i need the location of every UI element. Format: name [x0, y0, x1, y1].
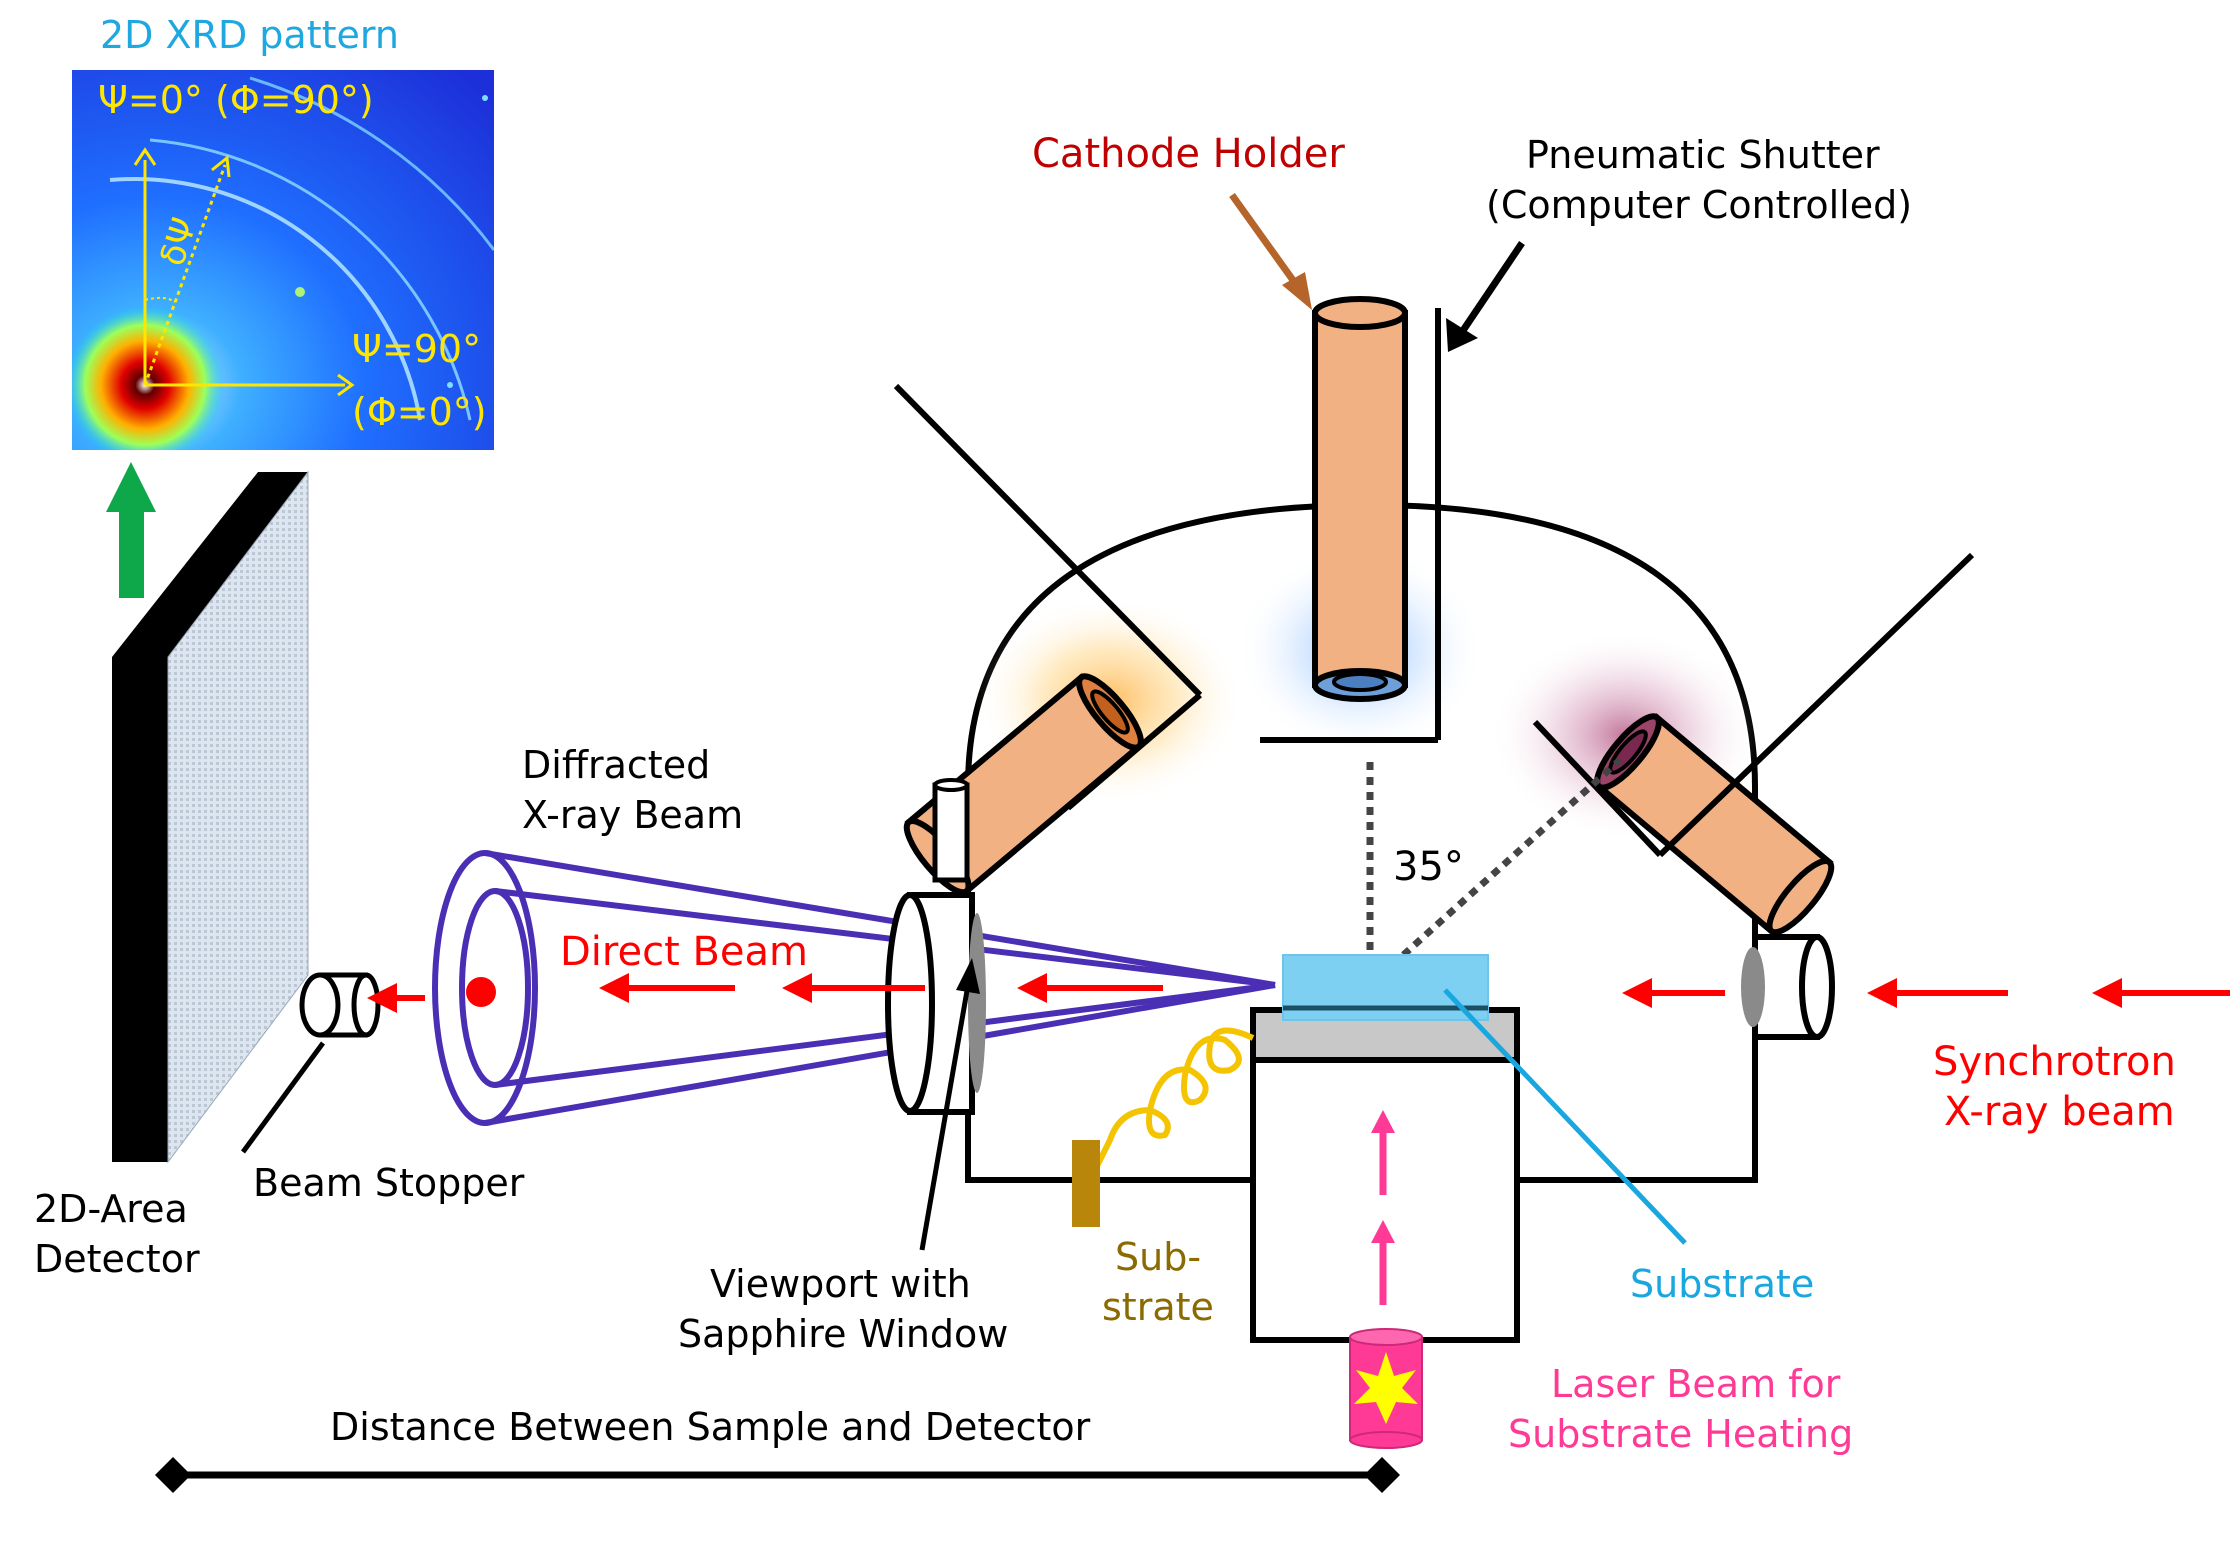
beam-stopper: [240, 972, 381, 1154]
synchrotron-label-line2: X-ray beam: [1944, 1089, 2175, 1135]
thermocouple-label-line1: Sub-: [1115, 1235, 1201, 1279]
thermocouple: [1072, 1027, 1255, 1227]
chamber-side-port: [932, 778, 970, 883]
distance-bar: [155, 1457, 1400, 1493]
viewport-pointer: [919, 958, 980, 1251]
shutter-label-line2: (Computer Controlled): [1486, 183, 1912, 227]
substrate-pointer: [1443, 988, 1687, 1245]
xrd-pattern-image: [72, 70, 494, 450]
beam-entrance-port: [1741, 934, 1835, 1040]
beam-stopper-label: Beam Stopper: [253, 1161, 525, 1205]
detector-output-arrow: [106, 462, 156, 598]
direct-beam-label: Direct Beam: [560, 929, 808, 975]
psi-zero-label: Ψ=0° (Φ=90°): [98, 78, 374, 122]
diffraction-cone: [432, 850, 1276, 1126]
diffracted-label-line2: X-ray Beam: [522, 793, 743, 837]
cathode-holder-arrow: [1229, 192, 1312, 310]
laser-label-line2: Substrate Heating: [1508, 1412, 1853, 1456]
viewport-sapphire-window: [885, 892, 986, 1115]
xrd-title: 2D XRD pattern: [100, 13, 399, 57]
substrate: [1282, 954, 1489, 1021]
detector-label-line2: Detector: [34, 1237, 200, 1281]
cathode-holder-label: Cathode Holder: [1032, 131, 1345, 177]
angle-label: 35°: [1393, 844, 1464, 890]
psi-ninety-label: Ψ=90°: [352, 327, 481, 371]
distance-label: Distance Between Sample and Detector: [330, 1405, 1091, 1449]
substrate-label: Substrate: [1630, 1262, 1814, 1306]
detector-label-line1: 2D-Area: [34, 1187, 188, 1231]
diffracted-label-line1: Diffracted: [522, 743, 710, 787]
shutter-arrow: [1446, 241, 1525, 352]
thermocouple-label-line2: strate: [1102, 1285, 1214, 1329]
synchrotron-label-line1: Synchrotron: [1933, 1039, 2176, 1085]
cathode-center: [1260, 296, 1441, 743]
cathode-right: [1532, 552, 1975, 936]
area-detector: [112, 470, 309, 1164]
phi-zero-label: (Φ=0°): [352, 390, 487, 434]
laser-label-line1: Laser Beam for: [1551, 1362, 1841, 1406]
direct-beam-spot: [466, 977, 496, 1007]
heating-laser: [1349, 1328, 1423, 1449]
viewport-label-line1: Viewport with: [710, 1262, 971, 1306]
deposition-angle-lines: [1366, 757, 1623, 988]
laser-beam-arrows: [1371, 1110, 1395, 1305]
viewport-label-line2: Sapphire Window: [678, 1312, 1008, 1356]
shutter-label-line1: Pneumatic Shutter: [1526, 133, 1880, 177]
